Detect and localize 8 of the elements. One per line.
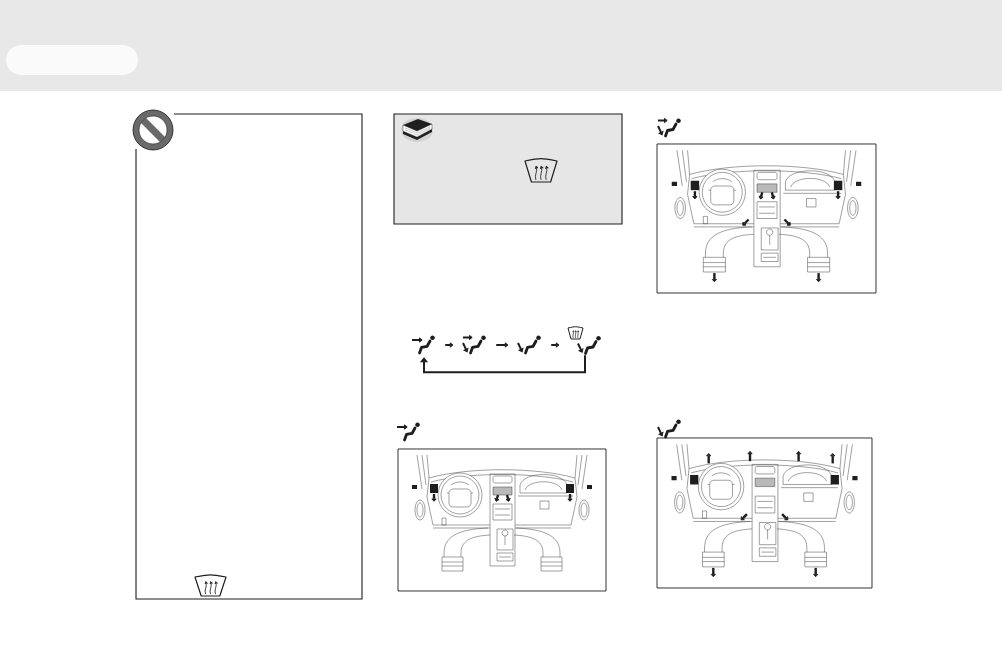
arrow bbox=[419, 354, 586, 374]
airflow-mode-icon bbox=[567, 326, 601, 355]
arrow bbox=[495, 342, 509, 348]
arrow bbox=[444, 342, 454, 348]
arrow bbox=[550, 342, 560, 348]
airflow-mode-icon bbox=[411, 335, 435, 355]
airflow-mode-icon bbox=[517, 335, 541, 355]
airflow-mode-icon bbox=[462, 334, 486, 355]
